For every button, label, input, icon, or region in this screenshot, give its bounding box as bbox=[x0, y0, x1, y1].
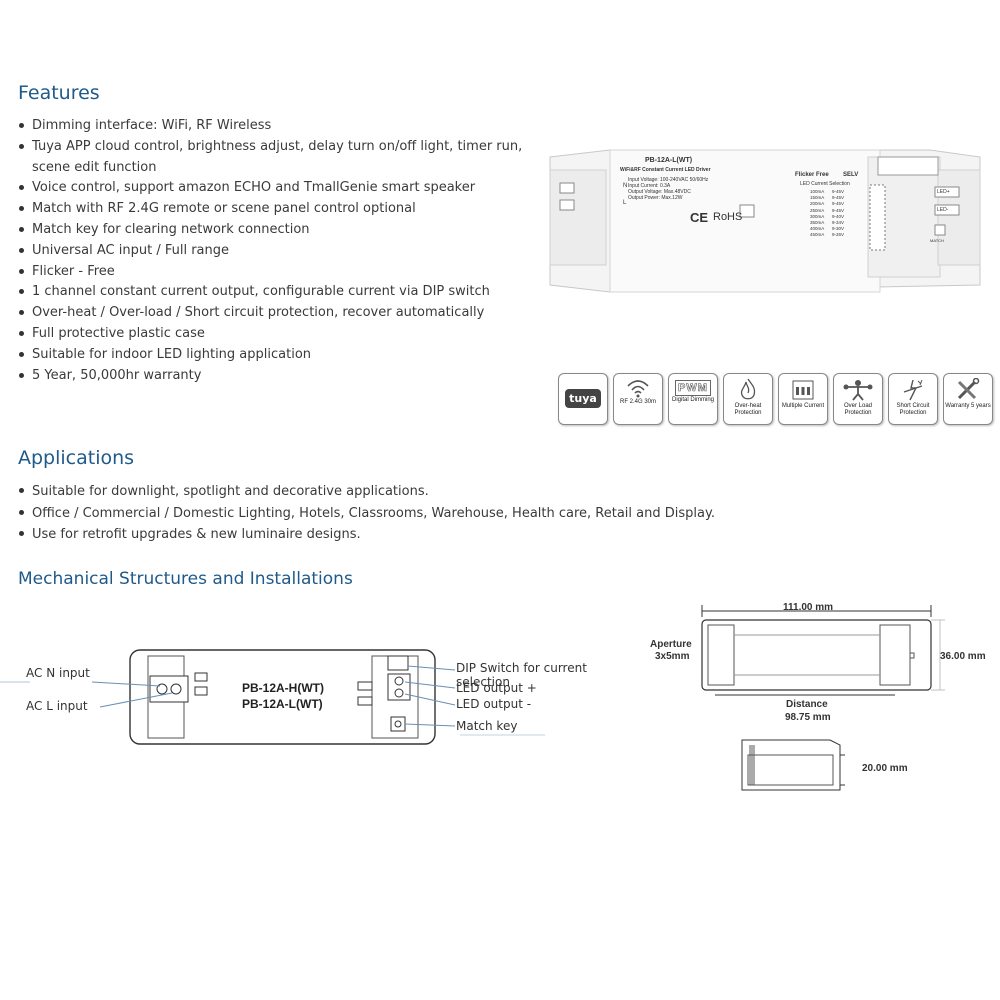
table-row: 200mA 9-45V bbox=[810, 201, 850, 207]
current-table: 100mA 9-45V 150mA 9-45V 200mA 9-45V 250mA 9-45V… bbox=[810, 189, 850, 239]
driver-outline-icon bbox=[0, 649, 545, 745]
table-cell: 350mA bbox=[810, 220, 825, 226]
dimension-outline-icon bbox=[701, 605, 945, 791]
table-row: 400mA 9-30V bbox=[810, 226, 850, 232]
label-led-plus: LED+ bbox=[937, 189, 950, 195]
depth-dim: 20.00 mm bbox=[862, 763, 908, 774]
table-cell: 9-45V bbox=[832, 207, 845, 213]
applications-heading: Applications bbox=[18, 447, 135, 469]
list-item: Full protective plastic case bbox=[18, 324, 522, 345]
mechanical-heading: Mechanical Structures and Installations bbox=[18, 569, 353, 589]
dimension-drawing: 111.00 mm 36.00 mm Aperture 3x5mm Distan… bbox=[640, 595, 1000, 805]
product-photo: PB-12A-L(WT) WiFi&RF Constant Current LE… bbox=[540, 145, 990, 295]
features-heading: Features bbox=[18, 82, 100, 104]
list-item: Over-heat / Over-load / Short circuit pr… bbox=[18, 303, 522, 324]
led-plus-label: LED output + bbox=[456, 681, 537, 695]
label-l: L bbox=[623, 200, 627, 206]
table-row: 350mA 9-34V bbox=[810, 220, 850, 226]
label-subtitle: WiFi&RF Constant Current LED Driver bbox=[620, 167, 711, 173]
table-row: 250mA 9-45V bbox=[810, 208, 850, 214]
dip-switch-label: DIP Switch for current selection bbox=[456, 661, 587, 689]
length-dim: 111.00 mm bbox=[783, 602, 834, 613]
list-item: Dimming interface: WiFi, RF Wireless bbox=[18, 116, 522, 137]
distance-label: Distance bbox=[786, 699, 828, 710]
table-row: 150mA 9-45V bbox=[810, 195, 850, 201]
label-flicker: Flicker Free bbox=[795, 172, 829, 178]
label-output-voltage: Output Voltage: Max.48VDC bbox=[628, 189, 691, 195]
table-cell: 100mA bbox=[810, 189, 825, 194]
table-cell: 9-34V bbox=[832, 220, 845, 226]
list-item: Flicker - Free bbox=[18, 262, 522, 283]
height-dim: 36.00 mm bbox=[940, 651, 986, 662]
table-cell: 9-40V bbox=[832, 213, 845, 219]
ac-n-label: AC N input bbox=[26, 666, 90, 680]
certification-icons: tuya RF 2.4G 30m PWM Digital Dimming Ove… bbox=[558, 373, 993, 425]
list-item: Suitable for indoor LED lighting applica… bbox=[18, 345, 522, 366]
list-item: Match with RF 2.4G remote or scene panel… bbox=[18, 199, 522, 220]
driver-case-icon bbox=[549, 149, 981, 293]
table-cell: 9-45V bbox=[832, 189, 845, 194]
warranty-tools-icon: Warranty 5 years bbox=[943, 373, 993, 425]
label-led-minus: LED- bbox=[937, 207, 949, 213]
label-ce: CE bbox=[690, 210, 709, 225]
list-item: Office / Commercial / Domestic Lighting,… bbox=[18, 503, 715, 525]
model-h: PB-12A-H(WT) bbox=[242, 681, 324, 695]
wiring-diagram: AC N input AC L input DIP Switch for cur… bbox=[0, 640, 640, 760]
table-cell: 9-26V bbox=[832, 232, 845, 238]
list-item: Match key for clearing network connectio… bbox=[18, 220, 522, 241]
label-input-current: Input Current: 0.3A bbox=[628, 183, 671, 189]
flame-icon: Over-heat Protection bbox=[723, 373, 773, 425]
match-key-label: Match key bbox=[456, 719, 518, 733]
table-cell: 400mA bbox=[810, 226, 825, 232]
label-selv: SELV bbox=[843, 172, 859, 178]
label-input-voltage: Input Voltage: 100-240VAC 50/60Hz bbox=[628, 177, 709, 183]
table-cell: 450mA bbox=[810, 232, 825, 238]
list-item: Tuya APP cloud control, brightness adjus… bbox=[18, 137, 522, 158]
table-cell: 9-45V bbox=[832, 195, 845, 201]
features-list: Dimming interface: WiFi, RF Wireless Tuy… bbox=[18, 116, 522, 386]
applications-list: Suitable for downlight, spotlight and de… bbox=[18, 481, 715, 546]
table-row: 100mA 9-45V bbox=[810, 189, 850, 195]
table-cell: 300mA bbox=[810, 213, 825, 219]
table-cell: 250mA bbox=[810, 207, 825, 213]
overload-icon: Over Load Protection bbox=[833, 373, 883, 425]
rf-wifi-icon: RF 2.4G 30m bbox=[613, 373, 663, 425]
label-rohs: RoHS bbox=[713, 211, 743, 223]
label-n: N bbox=[623, 183, 628, 189]
tuya-icon: tuya bbox=[558, 373, 608, 425]
led-minus-label: LED output - bbox=[456, 697, 532, 711]
list-item: Voice control, support amazon ECHO and T… bbox=[18, 178, 522, 199]
distance-value: 98.75 mm bbox=[785, 712, 831, 723]
ac-l-label: AC L input bbox=[26, 699, 88, 713]
pwm-icon: PWM Digital Dimming bbox=[668, 373, 718, 425]
table-cell: 9-30V bbox=[832, 226, 845, 232]
dip-switch-icon: Multiple Current bbox=[778, 373, 828, 425]
aperture-size: 3x5mm bbox=[655, 651, 690, 662]
label-output-power: Output Power: Max.12W bbox=[628, 195, 683, 201]
aperture-label: Aperture bbox=[650, 639, 692, 650]
list-item: Universal AC input / Full range bbox=[18, 241, 522, 262]
table-cell: 150mA bbox=[810, 195, 825, 201]
list-item: Use for retrofit upgrades & new luminair… bbox=[18, 524, 715, 546]
list-item: 5 Year, 50,000hr warranty bbox=[18, 366, 522, 387]
table-row: 450mA 9-26V bbox=[810, 232, 850, 238]
label-model: PB-12A-L(WT) bbox=[645, 157, 693, 164]
list-item: scene edit function bbox=[32, 159, 157, 175]
table-cell: 9-45V bbox=[832, 201, 845, 207]
short-circuit-icon: Short Circuit Protection bbox=[888, 373, 938, 425]
table-cell: 200mA bbox=[810, 201, 825, 207]
label-match: MATCH bbox=[930, 238, 944, 243]
label-current-selection: LED Current Selection bbox=[800, 181, 850, 187]
table-row: 300mA 9-40V bbox=[810, 214, 850, 220]
list-item: 1 channel constant current output, confi… bbox=[18, 282, 522, 303]
model-l: PB-12A-L(WT) bbox=[242, 697, 323, 711]
list-item: Suitable for downlight, spotlight and de… bbox=[18, 481, 715, 503]
